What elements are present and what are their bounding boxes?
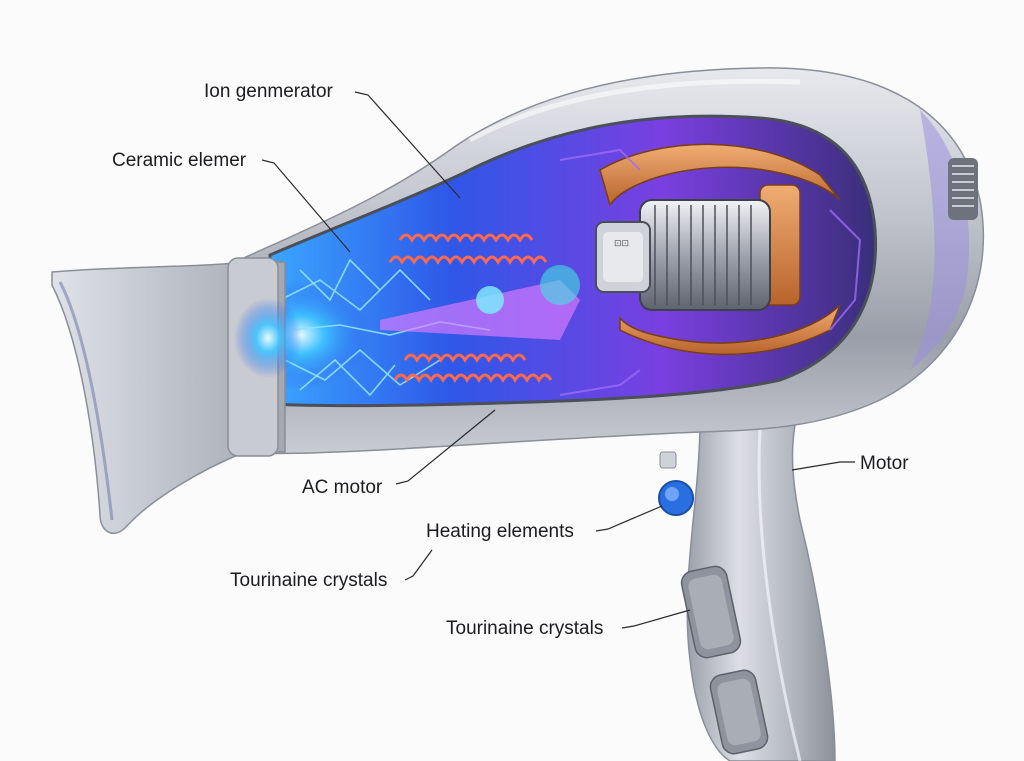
leader-motor [791,461,855,471]
leader-tourmaline-1 [404,549,433,581]
ion-core [476,286,504,314]
label-motor: Motor [860,453,909,474]
label-ion-generator: Ion genmerator [204,81,333,102]
svg-text:⊡⊡: ⊡⊡ [614,238,629,248]
label-ceramic-element: Ceramic elemer [112,150,247,171]
ion-beam [380,280,580,340]
leader-ceramic-element [261,159,351,253]
label-tourmaline-crystals-1: Tourinaine crystals [230,570,388,591]
heating-coil-top [388,233,548,265]
heat-switch[interactable] [708,668,770,756]
concentrator-nozzle [51,257,302,534]
leader-lines [261,91,855,629]
power-switch[interactable] [679,564,742,660]
cutaway-interior: ⊡⊡ [230,114,878,408]
heating-coil-bottom [393,353,553,383]
leader-tourmaline-2 [621,609,691,629]
label-tourmaline-crystals-2: Tourinaine crystals [446,618,604,639]
handle [658,399,836,761]
leader-ion-generator [354,91,461,199]
leader-heating-elements [595,505,663,532]
air-intake-grille [948,158,978,220]
motor-assembly: ⊡⊡ [540,199,771,311]
leader-ac-motor [395,409,496,485]
cool-shot-button[interactable] [658,451,694,516]
label-heating-elements: Heating elements [426,521,574,542]
label-ac-motor: AC motor [302,477,383,498]
